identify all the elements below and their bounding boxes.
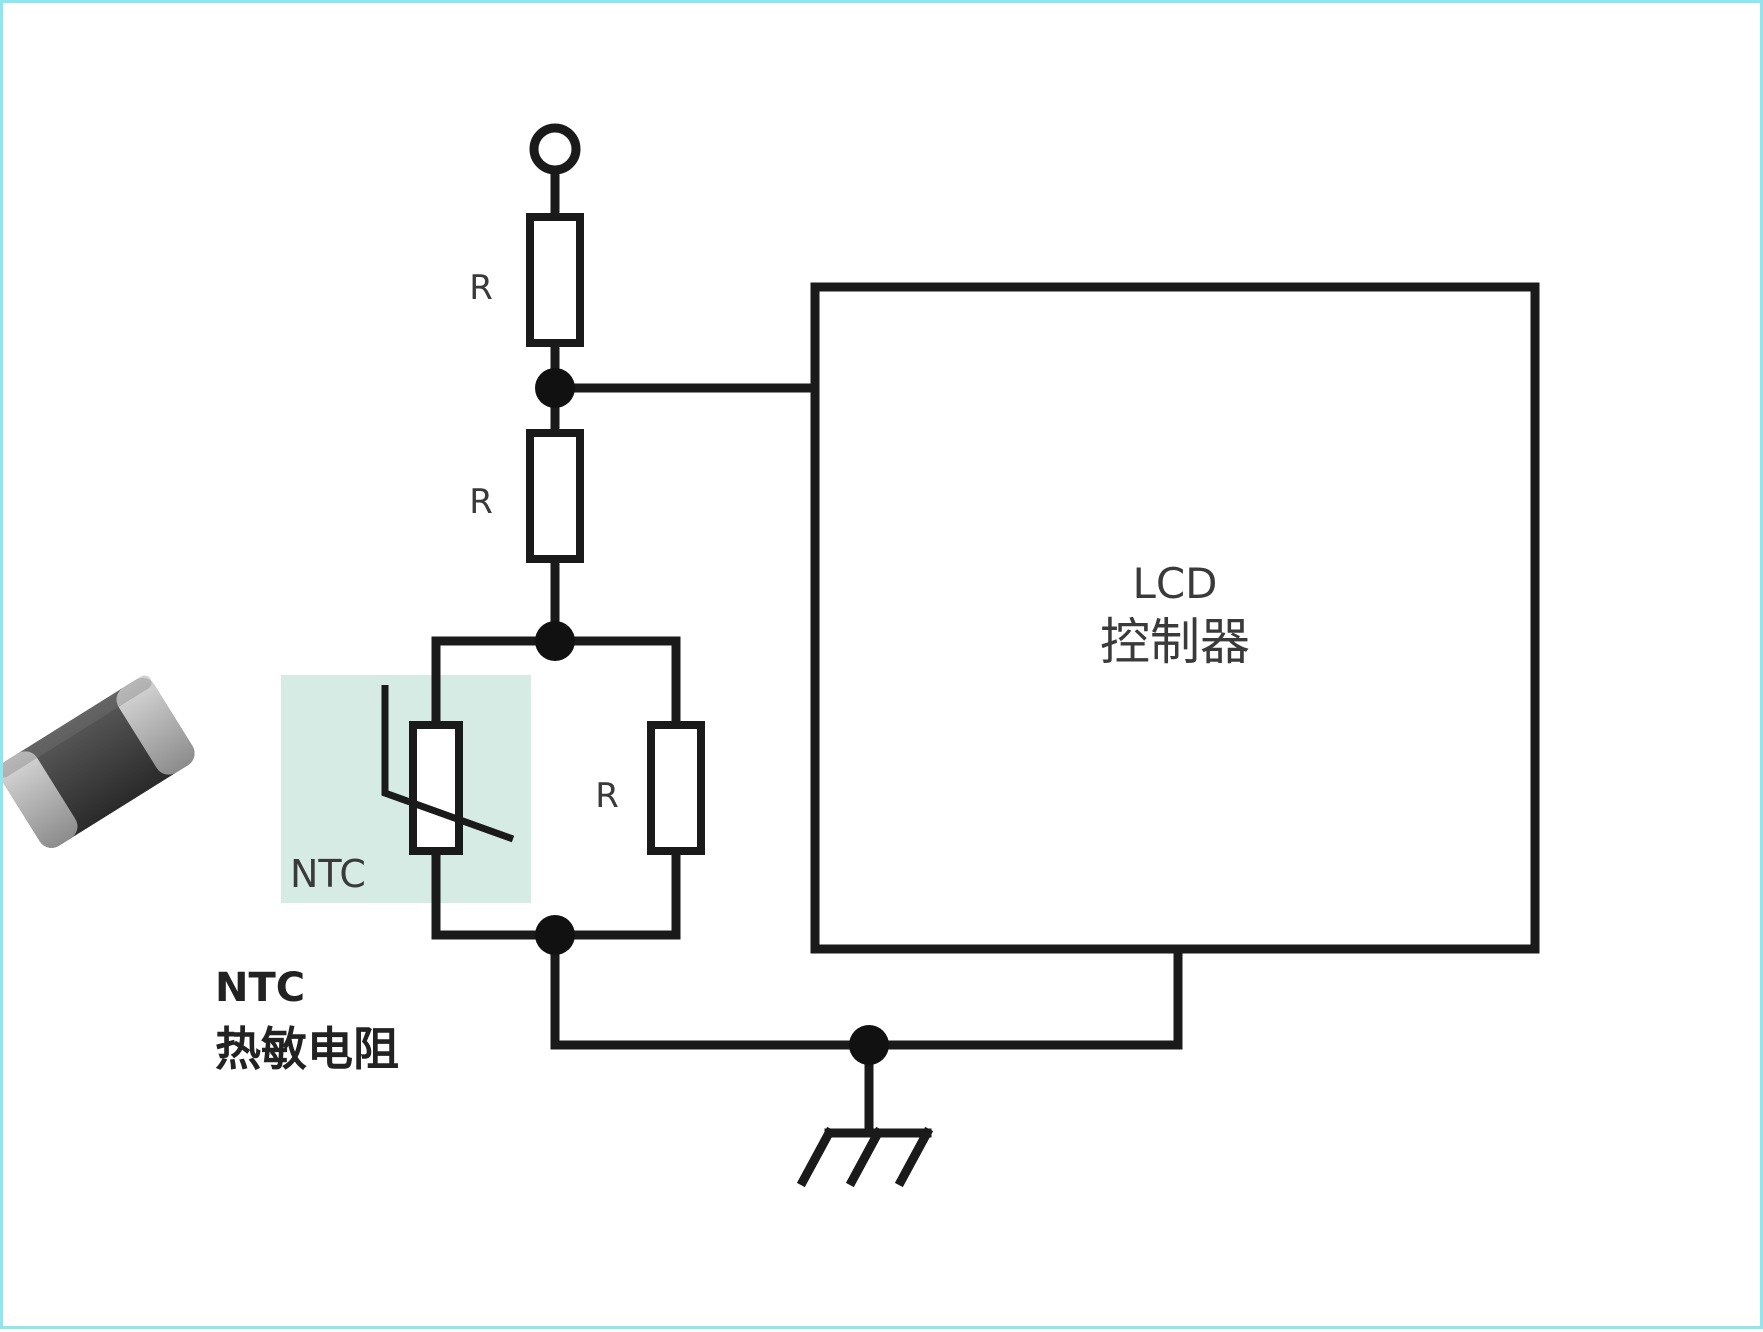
resistor-middle [526, 429, 584, 563]
label-ntc-symbol: NTC [290, 852, 366, 896]
circuit-diagram: R R R NTC LCD 控制器 NTC 热敏电阻 [3, 123, 1540, 1188]
label-resistor-middle: R [469, 482, 493, 522]
label-legend-line2: 热敏电阻 [215, 1022, 399, 1076]
supply-terminal-icon [529, 123, 581, 175]
resistor-top [526, 213, 584, 347]
ground-icon [796, 1126, 934, 1188]
lcd-controller-box [810, 282, 1540, 954]
label-legend-line1: NTC [215, 965, 305, 1011]
junction-node-2 [535, 621, 575, 661]
junction-node-ground [849, 1025, 889, 1065]
label-resistor-parallel: R [595, 776, 619, 816]
resistor-parallel [647, 721, 705, 855]
junction-node-1 [535, 368, 575, 408]
ntc-thermistor-symbol [381, 685, 515, 855]
label-lcd-line2: 控制器 [1100, 613, 1250, 671]
ntc-highlight-region [281, 675, 531, 903]
label-resistor-top: R [469, 268, 493, 308]
smd-chip-thermistor-icon [3, 675, 195, 848]
label-lcd-line1: LCD [1132, 559, 1217, 608]
junction-node-3 [535, 915, 575, 955]
